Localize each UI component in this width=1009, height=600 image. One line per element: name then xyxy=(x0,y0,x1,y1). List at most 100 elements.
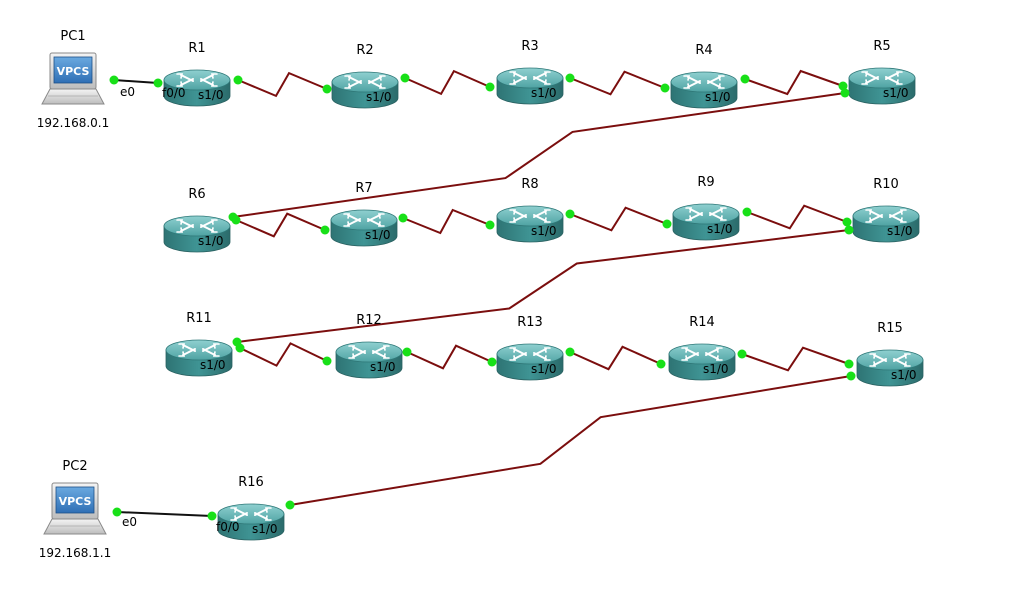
pc-port-label: e0 xyxy=(122,515,137,529)
pc-pc1[interactable]: VPCS xyxy=(41,52,105,105)
router-r7[interactable] xyxy=(330,209,398,247)
router-top xyxy=(163,215,231,237)
router-r1[interactable] xyxy=(163,69,231,107)
link-status-dot xyxy=(398,213,408,223)
router-top xyxy=(496,205,564,227)
link-status-dot xyxy=(742,207,752,217)
router-top xyxy=(670,71,738,93)
router-port-label: s1/0 xyxy=(198,88,224,102)
serial-link-r2-r3[interactable] xyxy=(404,69,491,96)
ethernet-link-pc1-r1[interactable] xyxy=(113,79,159,84)
link-status-dot xyxy=(740,74,750,84)
serial-link-r9-r10[interactable] xyxy=(746,204,848,230)
link-status-dot xyxy=(112,507,122,517)
serial-link-r7-r8[interactable] xyxy=(402,208,491,235)
link-status-dot xyxy=(656,359,666,369)
serial-link-r11-r12[interactable] xyxy=(239,342,328,367)
link-status-dot xyxy=(109,75,119,85)
router-arrows-icon xyxy=(343,213,385,227)
router-name-label: R9 xyxy=(697,175,714,190)
router-port-label: s1/0 xyxy=(198,234,224,248)
router-r13[interactable] xyxy=(496,343,564,381)
router-port-label: s1/0 xyxy=(365,228,391,242)
serial-link-r10-r11[interactable] xyxy=(236,229,850,343)
router-name-label: R5 xyxy=(873,39,890,54)
links-layer xyxy=(113,69,852,517)
router-r9[interactable] xyxy=(672,203,740,241)
router-port-label: s1/0 xyxy=(891,368,917,382)
router-top xyxy=(672,203,740,225)
router-r10[interactable] xyxy=(852,205,920,243)
pc-screen-text: VPCS xyxy=(59,495,92,508)
router-port-label: s1/0 xyxy=(531,362,557,376)
router-r3[interactable] xyxy=(496,67,564,105)
link-status-dot xyxy=(844,359,854,369)
link-status-dot xyxy=(487,357,497,367)
router-r12[interactable] xyxy=(335,341,403,379)
pc-screen-text: VPCS xyxy=(57,65,90,78)
serial-link-r3-r4[interactable] xyxy=(569,70,666,96)
serial-link-r15-r16[interactable] xyxy=(289,375,852,506)
link-status-dot xyxy=(846,371,856,381)
link-status-dot xyxy=(662,219,672,229)
router-r16[interactable] xyxy=(217,503,285,541)
link-status-dot xyxy=(840,88,850,98)
router-r2[interactable] xyxy=(331,71,399,109)
router-name-label: R4 xyxy=(695,43,712,58)
router-port-label: s1/0 xyxy=(200,358,226,372)
serial-link-r13-r14[interactable] xyxy=(569,345,662,371)
router-r6[interactable] xyxy=(163,215,231,253)
router-arrows-icon xyxy=(348,345,390,359)
router-name-label: R1 xyxy=(188,41,205,56)
router-r4[interactable] xyxy=(670,71,738,109)
pc-name-label: PC1 xyxy=(60,29,85,44)
monitor-screen xyxy=(53,56,93,84)
router-arrows-icon xyxy=(178,343,220,357)
link-status-dot xyxy=(660,83,670,93)
router-name-label: R12 xyxy=(356,313,382,328)
router-top xyxy=(856,349,924,371)
router-arrows-icon xyxy=(176,73,218,87)
router-name-label: R14 xyxy=(689,315,715,330)
pc-pc2[interactable]: VPCS xyxy=(43,482,107,535)
ethernet-link-r16-pc2[interactable] xyxy=(116,511,213,517)
serial-link-r5-r6[interactable] xyxy=(232,92,846,218)
router-port-label: s1/0 xyxy=(252,522,278,536)
router-top xyxy=(335,341,403,363)
link-status-dot xyxy=(320,225,330,235)
link-status-dot xyxy=(231,215,241,225)
router-arrows-icon xyxy=(683,75,725,89)
serial-link-r6-r7[interactable] xyxy=(235,212,326,238)
link-status-dot xyxy=(322,356,332,366)
router-r15[interactable] xyxy=(856,349,924,387)
router-top xyxy=(331,71,399,93)
serial-link-r8-r9[interactable] xyxy=(569,206,668,232)
router-name-label: R15 xyxy=(877,321,903,336)
link-status-dot xyxy=(565,347,575,357)
router-port-label: s1/0 xyxy=(887,224,913,238)
router-port-label: s1/0 xyxy=(883,86,909,100)
pc-port-label: e0 xyxy=(120,85,135,99)
serial-link-r14-r15[interactable] xyxy=(741,346,850,372)
pc-ip-label: 192.168.1.1 xyxy=(39,546,112,560)
router-r14[interactable] xyxy=(668,343,736,381)
router-top xyxy=(668,343,736,365)
router-name-label: R13 xyxy=(517,315,543,330)
link-status-dot xyxy=(565,209,575,219)
router-r11[interactable] xyxy=(165,339,233,377)
serial-link-r12-r13[interactable] xyxy=(406,344,493,370)
link-status-dot xyxy=(400,73,410,83)
link-status-dot xyxy=(737,349,747,359)
router-r8[interactable] xyxy=(496,205,564,243)
router-top xyxy=(496,67,564,89)
link-status-dot xyxy=(485,220,495,230)
router-arrows-icon xyxy=(176,219,218,233)
router-name-label: R6 xyxy=(188,187,205,202)
serial-link-r1-r2[interactable] xyxy=(237,71,328,98)
router-arrows-icon xyxy=(865,209,907,223)
router-name-label: R2 xyxy=(356,43,373,58)
router-r5[interactable] xyxy=(848,67,916,105)
serial-link-r4-r5[interactable] xyxy=(744,69,844,96)
router-top xyxy=(496,343,564,365)
pc-keyboard xyxy=(43,518,107,535)
